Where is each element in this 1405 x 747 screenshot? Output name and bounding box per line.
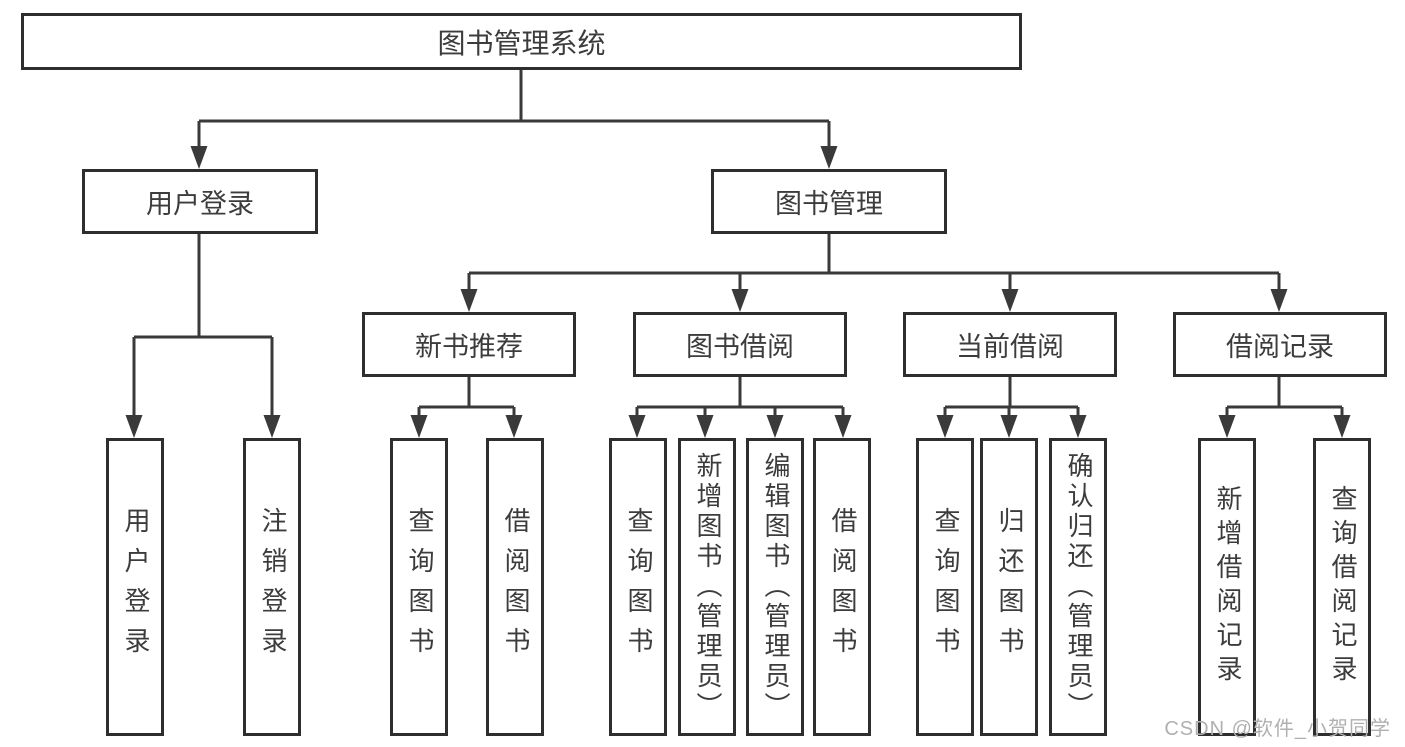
- arrowheads: [125, 146, 1351, 438]
- connector-lines: [132, 69, 1344, 418]
- connector-book-management-branch: [467, 234, 1281, 292]
- node-new-book-recommend: 新书推荐: [362, 312, 576, 377]
- node-label: 新增图书（管理员）: [692, 452, 723, 722]
- leaf-query-books-borrow: 查询图书: [609, 438, 667, 736]
- node-borrowing-records: 借阅记录: [1173, 312, 1387, 377]
- node-book-management: 图书管理: [711, 169, 947, 234]
- csdn-watermark: CSDN @软件_小贺同学: [1164, 718, 1391, 740]
- leaf-add-books-admin: 新增图书（管理员）: [678, 438, 736, 736]
- node-label: 查询图书: [930, 507, 961, 667]
- connector-book-borrow-branch: [635, 377, 845, 418]
- connector-root-branch: [197, 69, 831, 149]
- leaf-add-borrow-record: 新增借阅记录: [1198, 438, 1256, 736]
- node-label: 用户登录: [146, 189, 254, 219]
- node-label: 新书推荐: [415, 332, 523, 362]
- leaf-user-login: 用户登录: [106, 438, 164, 736]
- node-label: 注销登录: [257, 507, 288, 667]
- connector-user-login-branch: [132, 234, 274, 418]
- node-label: 归还图书: [994, 507, 1025, 667]
- node-label: 查询图书: [623, 507, 654, 667]
- leaf-query-books-current: 查询图书: [916, 438, 974, 736]
- leaf-query-borrow-record: 查询借阅记录: [1313, 438, 1371, 736]
- leaf-borrow-books: 借阅图书: [813, 438, 871, 736]
- node-label: 编辑图书（管理员）: [760, 452, 791, 722]
- node-label: 图书管理: [775, 189, 883, 219]
- leaf-borrow-books-recommend: 借阅图书: [486, 438, 544, 736]
- node-label: 确认归还（管理员）: [1063, 452, 1094, 722]
- node-current-borrowing: 当前借阅: [903, 312, 1117, 377]
- leaf-query-books-recommend: 查询图书: [390, 438, 448, 736]
- node-label: 查询借阅记录: [1327, 485, 1358, 689]
- node-label: 图书管理系统: [437, 27, 606, 59]
- connector-current-borrow-branch: [943, 377, 1080, 418]
- connector-new-book-branch: [417, 377, 516, 418]
- node-label: 新增借阅记录: [1212, 485, 1243, 689]
- leaf-confirm-return-admin: 确认归还（管理员）: [1049, 438, 1107, 736]
- node-label: 借阅记录: [1226, 332, 1334, 362]
- node-library-management-system: 图书管理系统: [21, 13, 1022, 70]
- node-label: 图书借阅: [686, 332, 794, 362]
- node-label: 借阅图书: [500, 507, 531, 667]
- leaf-logout: 注销登录: [243, 438, 301, 736]
- leaf-return-books: 归还图书: [980, 438, 1038, 736]
- node-label: 借阅图书: [827, 507, 858, 667]
- node-label: 当前借阅: [956, 332, 1064, 362]
- node-label: 查询图书: [404, 507, 435, 667]
- node-user-login: 用户登录: [82, 169, 318, 234]
- leaf-edit-books-admin: 编辑图书（管理员）: [746, 438, 804, 736]
- node-book-borrowing: 图书借阅: [633, 312, 847, 377]
- connector-borrow-record-branch: [1225, 377, 1344, 418]
- node-label: 用户登录: [120, 507, 151, 667]
